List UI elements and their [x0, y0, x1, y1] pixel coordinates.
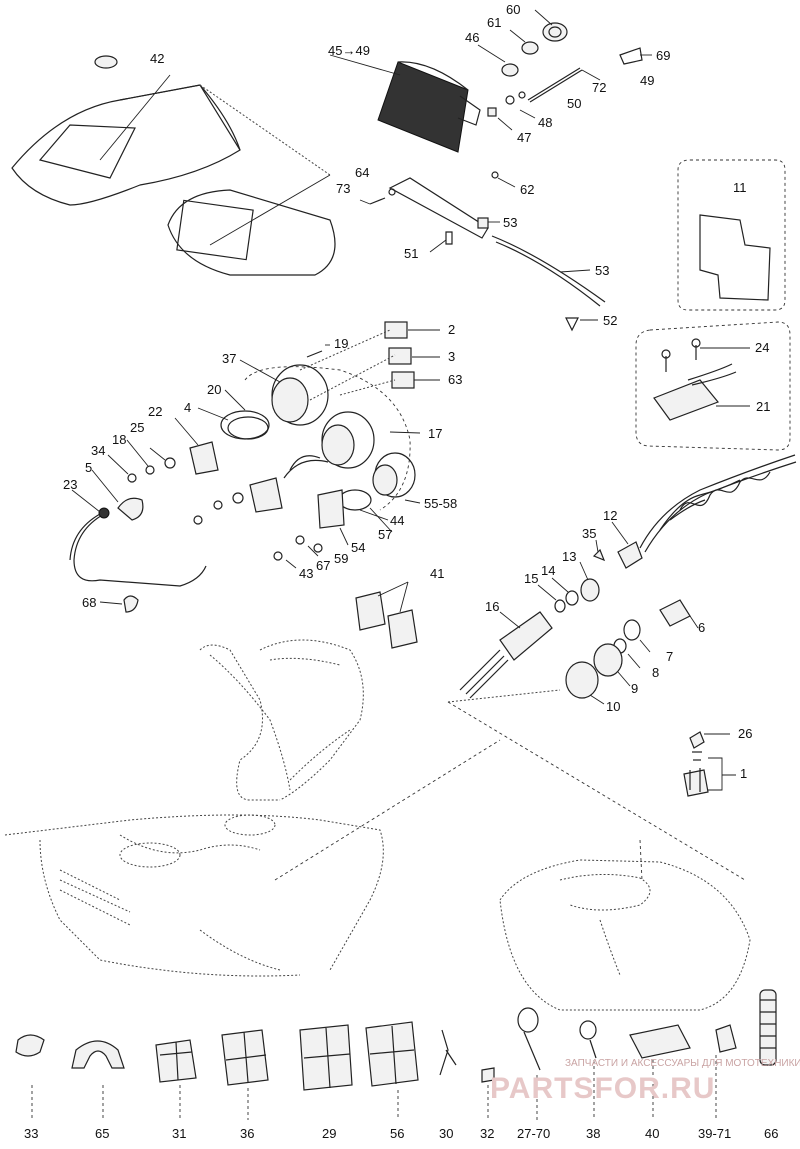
- callout-26: 26: [738, 726, 752, 741]
- rocker-switches: [355, 581, 418, 649]
- callout-34: 34: [91, 443, 105, 458]
- callout-21: 21: [756, 399, 770, 414]
- callout-64: 64: [355, 165, 369, 180]
- callout-23: 23: [63, 477, 77, 492]
- callout-9: 9: [631, 681, 638, 696]
- callout-16: 16: [485, 599, 499, 614]
- callout-17: 17: [428, 426, 442, 441]
- gauge-cluster: [197, 344, 421, 533]
- label-33: 33: [24, 1126, 38, 1141]
- callout-5: 5: [85, 460, 92, 475]
- callout-20: 20: [207, 382, 221, 397]
- callout-13: 13: [562, 549, 576, 564]
- callout-37: 37: [222, 351, 236, 366]
- bottom-labels: 33 65 31 36 29 56 30 32 27-70 38 40 39-7…: [24, 1126, 778, 1141]
- callout-2: 2: [448, 322, 455, 337]
- callout-73: 73: [336, 181, 350, 196]
- callout-15: 15: [524, 571, 538, 586]
- callout-25: 25: [130, 420, 144, 435]
- bottom-parts: [15, 989, 777, 1120]
- callout-7: 7: [666, 649, 673, 664]
- callout-12: 12: [603, 508, 617, 523]
- seat: [199, 639, 364, 801]
- gauge-brackets: [107, 417, 349, 569]
- callout-54: 54: [351, 540, 365, 555]
- callout-1: 1: [740, 766, 747, 781]
- callout-49: 49: [640, 73, 654, 88]
- callout-51: 51: [404, 246, 418, 261]
- callout-4: 4: [184, 400, 191, 415]
- callout-19: 19: [334, 336, 348, 351]
- label-38: 38: [586, 1126, 600, 1141]
- callout-59: 59: [334, 551, 348, 566]
- callout-57: 57: [378, 527, 392, 542]
- callout-22: 22: [148, 404, 162, 419]
- label-39-71: 39-71: [698, 1126, 731, 1141]
- callout-42: 42: [150, 51, 164, 66]
- front-cowl: [167, 174, 336, 276]
- label-30: 30: [439, 1126, 453, 1141]
- callout-43: 43: [299, 566, 313, 581]
- callout-68: 68: [82, 595, 96, 610]
- callout-45-49: 45→49: [328, 43, 370, 58]
- callout-35: 35: [582, 526, 596, 541]
- callout-62: 62: [520, 182, 534, 197]
- hull: [4, 701, 751, 1011]
- callout-61: 61: [487, 15, 501, 30]
- callout-60: 60: [506, 2, 520, 17]
- callout-24: 24: [755, 340, 769, 355]
- connector-stack: [299, 321, 440, 401]
- callout-63: 63: [448, 372, 462, 387]
- taillight: [329, 9, 652, 153]
- label-36: 36: [240, 1126, 254, 1141]
- hood-cover: [11, 55, 331, 206]
- callout-8: 8: [652, 665, 659, 680]
- watermark-brand: PARTSFOR.RU: [490, 1072, 715, 1105]
- callout-50: 50: [567, 96, 581, 111]
- callout-52: 52: [603, 313, 617, 328]
- callout-67: 67: [316, 558, 330, 573]
- callout-69: 69: [656, 48, 670, 63]
- callout-46: 46: [465, 30, 479, 45]
- callout-53b: 53: [595, 263, 609, 278]
- ignition-harness: [447, 454, 797, 705]
- regulator-box-24-21: [635, 321, 791, 451]
- label-29: 29: [322, 1126, 336, 1141]
- toggle-switch-1: [683, 731, 736, 797]
- callout-10: 10: [606, 699, 620, 714]
- label-56: 56: [390, 1126, 404, 1141]
- callout-47: 47: [517, 130, 531, 145]
- callout-72: 72: [592, 80, 606, 95]
- callout-55-58: 55-58: [424, 496, 457, 511]
- label-27-70: 27-70: [517, 1126, 550, 1141]
- callout-3: 3: [448, 349, 455, 364]
- label-32: 32: [480, 1126, 494, 1141]
- sensor-harness: [69, 469, 207, 613]
- callout-18: 18: [112, 432, 126, 447]
- label-40: 40: [645, 1126, 659, 1141]
- callout-53a: 53: [503, 215, 517, 230]
- callout-labels: 42 45→49 46 61 60 69 72 49 50 48 47 11 6…: [63, 2, 770, 781]
- callout-14: 14: [541, 563, 555, 578]
- watermark: ЗАПЧАСТИ И АКСЕССУАРЫ ДЛЯ МОТОТЕХНИКИ PA…: [490, 1058, 800, 1105]
- bracket-box-11: [677, 159, 786, 311]
- callout-48: 48: [538, 115, 552, 130]
- callout-41: 41: [430, 566, 444, 581]
- mounting-bracket: [359, 171, 606, 332]
- callout-6: 6: [698, 620, 705, 635]
- callout-11: 11: [733, 180, 747, 195]
- label-66: 66: [764, 1126, 778, 1141]
- label-31: 31: [172, 1126, 186, 1141]
- watermark-caption: ЗАПЧАСТИ И АКСЕССУАРЫ ДЛЯ МОТОТЕХНИКИ: [565, 1058, 800, 1069]
- callout-44: 44: [390, 513, 404, 528]
- label-65: 65: [95, 1126, 109, 1141]
